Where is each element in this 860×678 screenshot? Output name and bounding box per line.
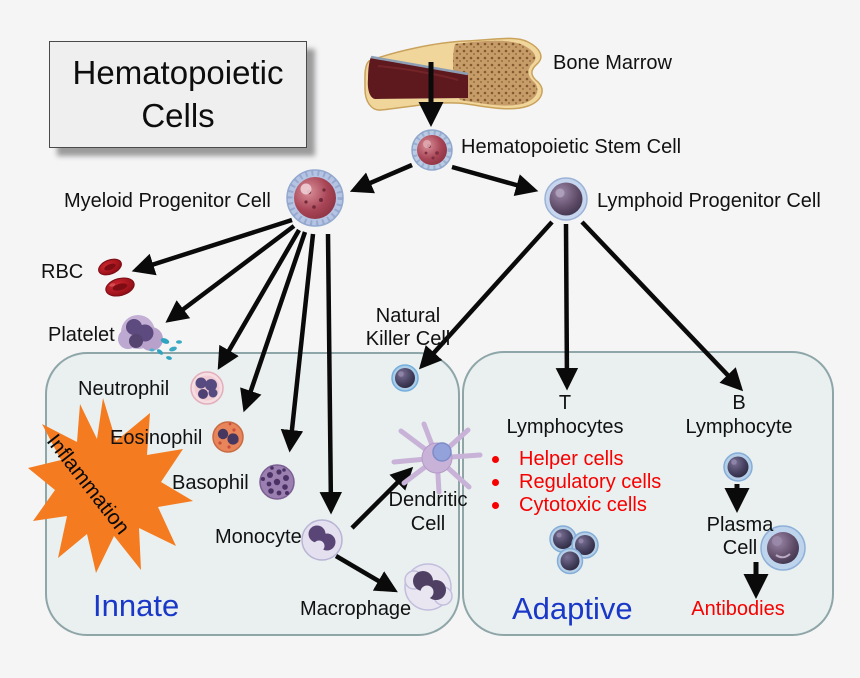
lineage-arrows — [131, 62, 769, 599]
t-cells-icon — [549, 525, 599, 575]
t-cell-types-list: Helper cells Regulatory cells Cytotoxic … — [492, 448, 661, 517]
adaptive-label: Adaptive — [512, 591, 633, 626]
dendritic-cell-label: Dendritic Cell — [388, 489, 468, 535]
eosinophil-label: Eosinophil — [110, 427, 203, 449]
bullet-icon — [492, 479, 499, 486]
myeloid-progenitor-icon — [286, 169, 344, 227]
eosinophil-icon — [212, 421, 244, 453]
monocyte-icon — [301, 519, 343, 561]
plasma-cell-label: Plasma Cell — [706, 514, 774, 559]
plasma-cell-icon — [760, 525, 806, 571]
t-lymphocytes-label: T Lymphocytes — [506, 392, 624, 438]
lymphoid-progenitor-label: Lymphoid Progenitor Cell — [597, 190, 821, 212]
platelet-label: Platelet — [48, 324, 115, 346]
neutrophil-icon — [190, 371, 224, 405]
dendritic-cell-icon — [391, 421, 483, 495]
hsc-cell-icon — [411, 129, 453, 171]
antibodies-label: Antibodies — [691, 598, 785, 620]
macrophage-icon — [404, 563, 453, 611]
b-cell-icon — [723, 452, 753, 482]
bone-marrow-label: Bone Marrow — [553, 52, 672, 74]
rbc-icon — [98, 258, 135, 297]
list-item: Cytotoxic cells — [492, 494, 661, 517]
platelet-icon — [118, 315, 182, 360]
bullet-icon — [492, 456, 499, 463]
lymphoid-progenitor-icon — [544, 177, 588, 221]
adaptive-immunity-box — [462, 351, 834, 636]
list-item: Helper cells — [492, 448, 661, 471]
list-item: Regulatory cells — [492, 471, 661, 494]
neutrophil-label: Neutrophil — [78, 378, 170, 400]
bullet-icon — [492, 502, 499, 509]
bone-marrow-illustration — [364, 37, 543, 111]
macrophage-label: Macrophage — [300, 598, 412, 620]
hsc-label: Hematopoietic Stem Cell — [461, 136, 682, 158]
innate-label: Innate — [93, 588, 180, 623]
b-lymphocyte-label: B Lymphocyte — [685, 392, 793, 438]
basophil-icon — [259, 464, 295, 500]
monocyte-label: Monocyte — [215, 526, 302, 548]
page-title: Hematopoietic Cells — [72, 53, 284, 134]
myeloid-progenitor-label: Myeloid Progenitor Cell — [64, 190, 271, 212]
title-box: Hematopoietic Cells — [49, 41, 307, 148]
inflammation-star — [28, 398, 193, 573]
basophil-label: Basophil — [172, 472, 249, 494]
natural-killer-label: Natural Killer Cell — [365, 305, 451, 350]
nk-cell-icon — [391, 364, 419, 392]
rbc-label: RBC — [41, 261, 84, 283]
